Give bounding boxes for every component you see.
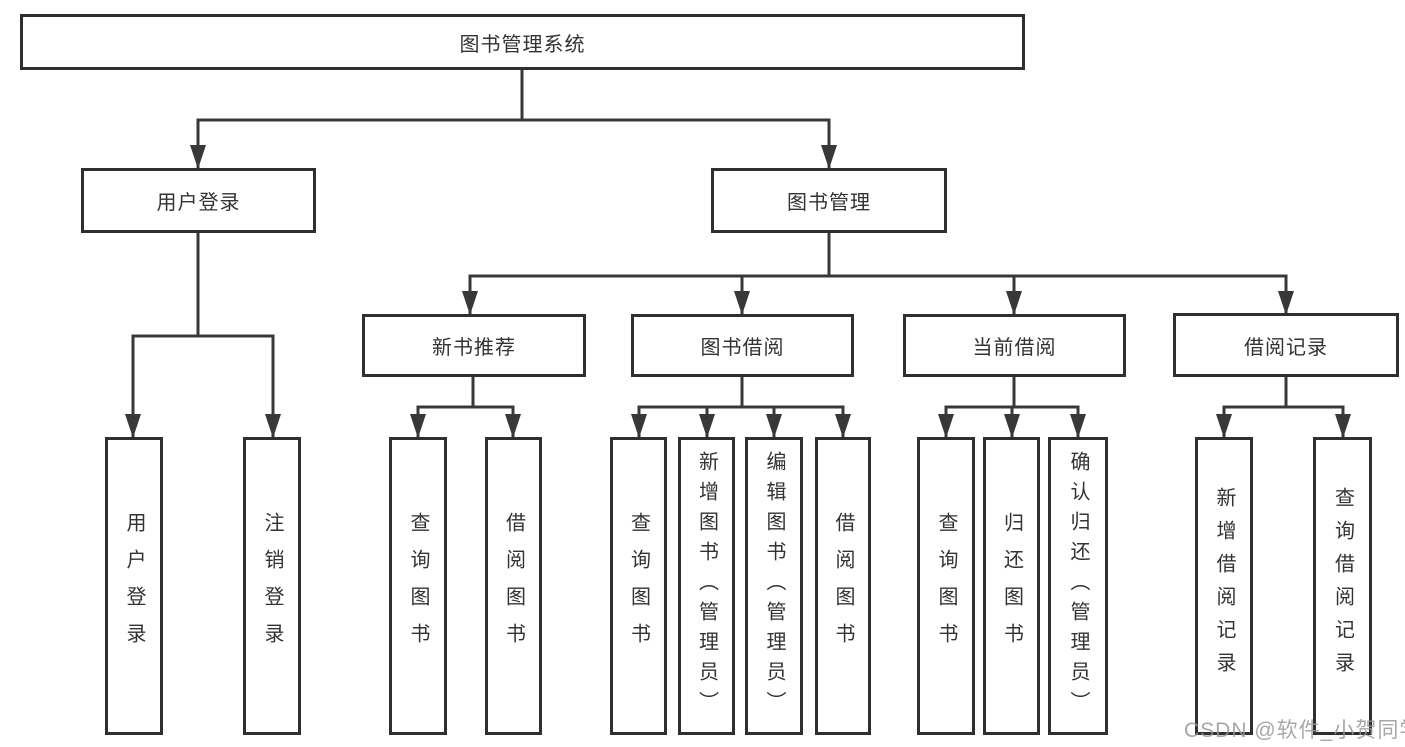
leaf-query-borrow-record: 查询借阅记录	[1313, 437, 1372, 735]
leaf-add-borrow-record: 新增借阅记录	[1195, 437, 1253, 735]
edge-current-borrowing-trunk	[944, 374, 1080, 409]
leaf-confirm-return-admin: 确认归还（管理员）	[1048, 437, 1108, 735]
edge-user-login-trunk	[131, 230, 275, 338]
leaf-query-books-3: 查询图书	[917, 437, 975, 735]
leaf-edit-book-admin: 编辑图书（管理员）	[745, 437, 803, 735]
leaf-query-books-1: 查询图书	[389, 437, 447, 735]
edge-root-trunk	[196, 67, 831, 122]
node-new-book-recommend: 新书推荐	[362, 314, 586, 377]
leaf-return-book: 归还图书	[983, 437, 1040, 735]
node-library-management-system: 图书管理系统	[20, 14, 1025, 70]
edge-book-borrowing-trunk	[637, 374, 845, 409]
node-book-borrowing: 图书借阅	[631, 314, 854, 377]
edge-book-management-trunk	[468, 230, 1288, 278]
leaf-query-books-2: 查询图书	[610, 437, 667, 735]
node-current-borrowing: 当前借阅	[903, 314, 1126, 377]
leaf-add-book-admin: 新增图书（管理员）	[678, 437, 735, 735]
leaf-borrow-books-1: 借阅图书	[485, 437, 542, 735]
edge-borrow-records-trunk	[1222, 374, 1345, 409]
leaf-user-login: 用户登录	[105, 437, 163, 735]
edge-new-book-recommend-trunk	[416, 374, 515, 409]
leaf-logout: 注销登录	[243, 437, 301, 735]
csdn-watermark: CSDN @软件_小贺同学	[1184, 719, 1405, 742]
node-borrow-records: 借阅记录	[1173, 313, 1399, 377]
node-book-management: 图书管理	[711, 168, 947, 233]
node-user-login: 用户登录	[81, 168, 316, 233]
leaf-borrow-books-2: 借阅图书	[815, 437, 871, 735]
